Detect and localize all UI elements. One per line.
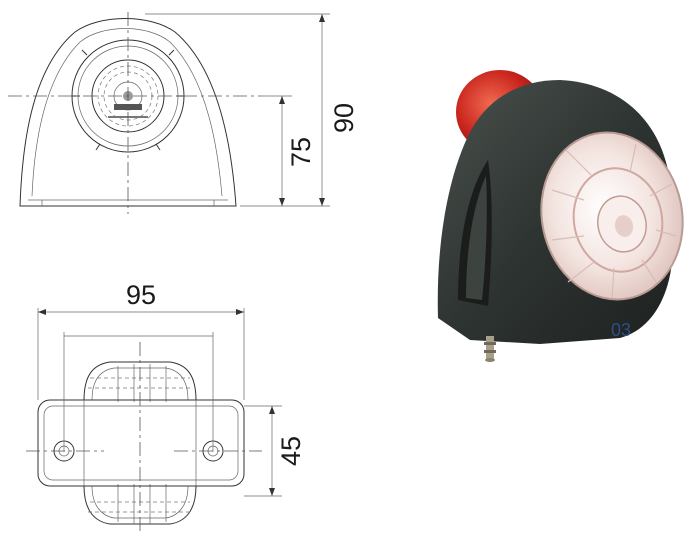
dimension-75-label: 75 <box>286 137 316 167</box>
dimension-95-label: 95 <box>126 280 156 310</box>
dimension-45-label: 45 <box>276 436 306 466</box>
dimension-90-label: 90 <box>329 103 359 133</box>
dimension-90: 90 <box>145 13 359 207</box>
photo-reference-number: 03 <box>611 320 631 340</box>
dimension-45: 45 <box>244 405 306 497</box>
product-photo-marker-light <box>437 70 684 362</box>
top-view-drawing <box>26 342 262 534</box>
dimension-95: 95 <box>37 280 245 452</box>
dimension-75: 75 <box>262 95 316 206</box>
front-view-drawing <box>8 12 262 214</box>
